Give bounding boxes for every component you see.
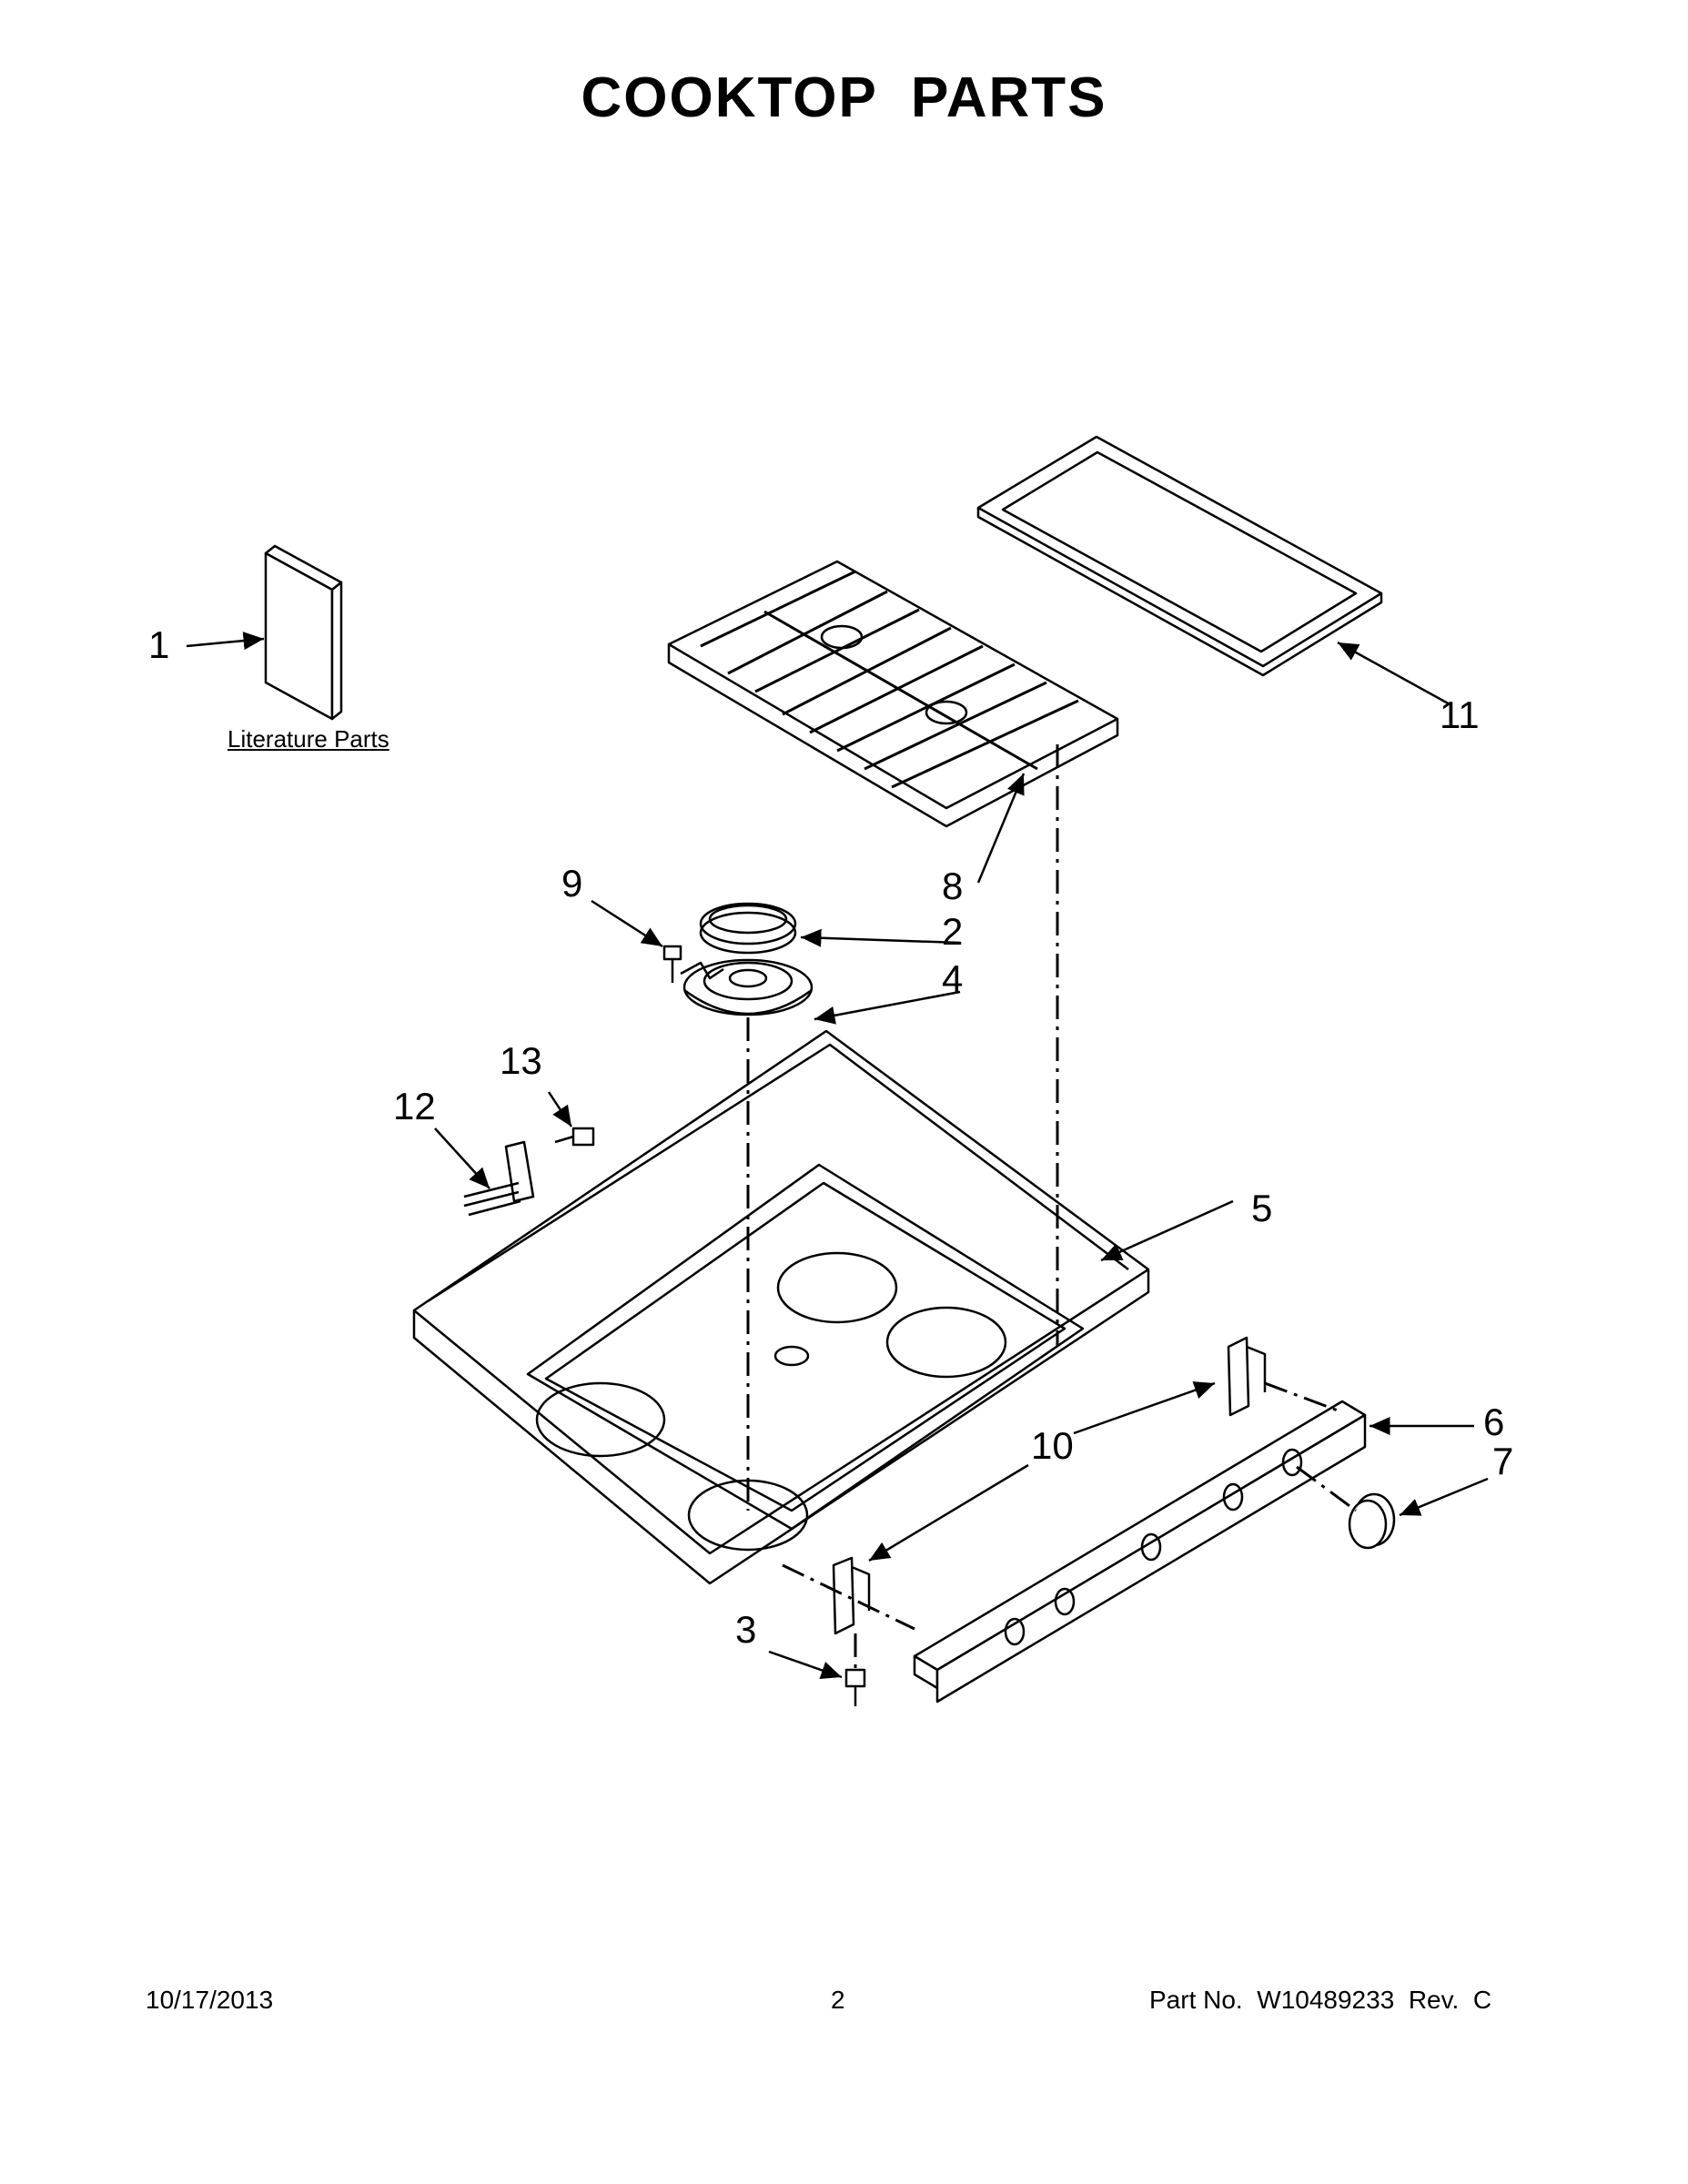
callout-9: 9 bbox=[561, 862, 583, 905]
burner-cap-part bbox=[699, 902, 797, 955]
leader-3 bbox=[768, 1650, 843, 1680]
end-bracket-right-part bbox=[1227, 1336, 1267, 1417]
knob-alignment-line bbox=[1296, 1465, 1357, 1512]
leader-9 bbox=[591, 899, 663, 948]
end-bracket-left-part bbox=[832, 1556, 871, 1635]
callout-7: 7 bbox=[1492, 1440, 1514, 1482]
knob-part bbox=[1348, 1492, 1396, 1550]
cooktop-main-top-part bbox=[412, 1029, 1150, 1585]
callout-1: 1 bbox=[148, 623, 170, 666]
leader-1 bbox=[186, 632, 265, 651]
callout-11: 11 bbox=[1440, 693, 1480, 736]
callout-2: 2 bbox=[942, 910, 964, 953]
screw-part-3 bbox=[844, 1668, 866, 1706]
callout-8: 8 bbox=[942, 864, 964, 907]
bracket-alignment-line-2 bbox=[1264, 1381, 1339, 1412]
leader-5 bbox=[1100, 1199, 1234, 1262]
leader-11 bbox=[1337, 641, 1452, 707]
leader-10a bbox=[1073, 1381, 1216, 1435]
griddle-part bbox=[976, 435, 1383, 677]
footer-page-number: 2 bbox=[831, 1986, 845, 2014]
literature-parts-label: Literature Parts bbox=[227, 725, 389, 753]
callout-10: 10 bbox=[1031, 1424, 1074, 1467]
callout-13: 13 bbox=[500, 1039, 542, 1082]
leader-4 bbox=[814, 990, 961, 1025]
bracket-alignment-line bbox=[782, 1563, 915, 1631]
leader-10b bbox=[868, 1463, 1029, 1562]
callout-4: 4 bbox=[942, 957, 964, 1000]
igniter-bracket-part bbox=[463, 1140, 535, 1217]
footer-part-number: Part No. W10489233 Rev. C bbox=[1149, 1986, 1492, 2014]
callout-3: 3 bbox=[735, 1608, 757, 1651]
screw-part-9 bbox=[662, 945, 724, 983]
leader-12 bbox=[434, 1127, 490, 1189]
leader-7 bbox=[1399, 1477, 1489, 1517]
leader-8 bbox=[976, 773, 1026, 884]
grate-part bbox=[667, 560, 1119, 828]
callout-5: 5 bbox=[1251, 1187, 1273, 1229]
page-title: COOKTOP PARTS bbox=[581, 66, 1107, 129]
leader-13 bbox=[547, 1091, 573, 1127]
leader-2 bbox=[800, 928, 961, 947]
footer-date: 10/17/2013 bbox=[146, 1986, 274, 2014]
screw-part-13 bbox=[554, 1127, 595, 1147]
control-panel-part bbox=[913, 1400, 1367, 1704]
callout-6: 6 bbox=[1483, 1400, 1505, 1443]
literature-booklet-part bbox=[264, 544, 343, 721]
callout-12: 12 bbox=[393, 1085, 436, 1127]
